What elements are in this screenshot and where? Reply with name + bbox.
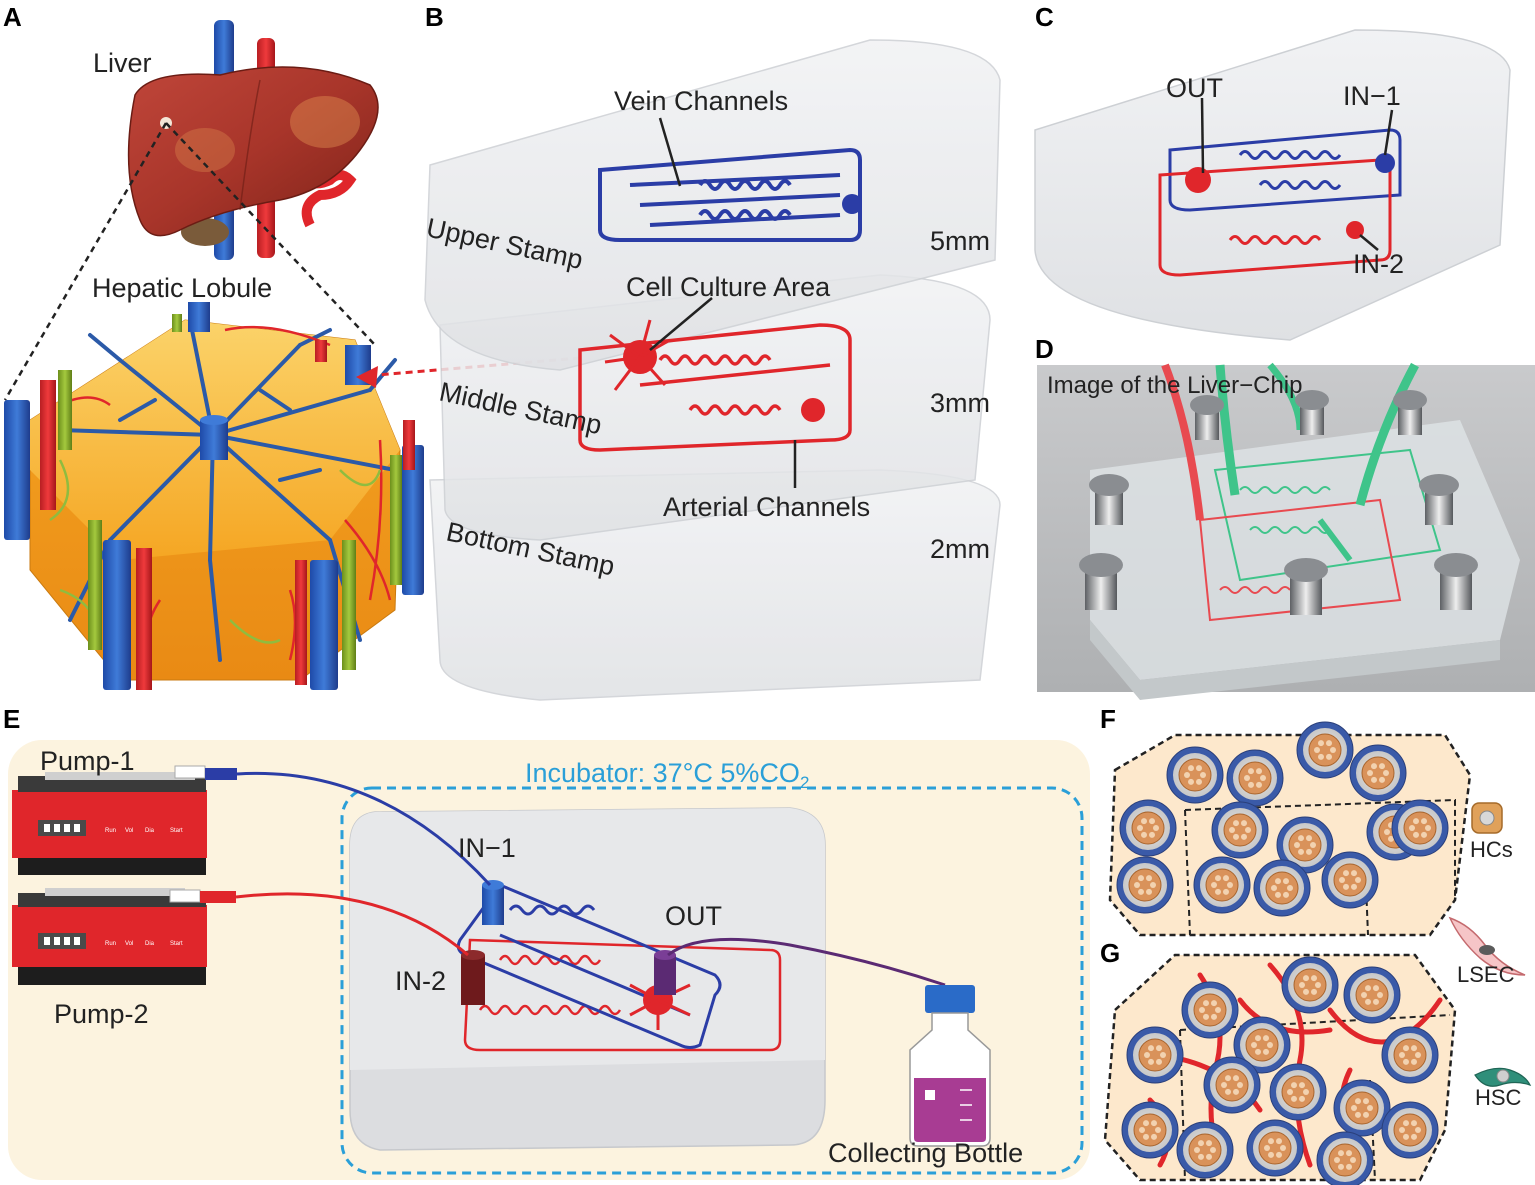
spheroid-cell — [1333, 1079, 1391, 1137]
in1-pointer — [1383, 109, 1394, 156]
spheroid-cell — [1166, 746, 1224, 804]
collecting-bottle-label: Collecting Bottle — [828, 1138, 1023, 1168]
hepatic-lobule — [4, 302, 424, 690]
panel-label-e: E — [3, 704, 20, 734]
panel-label-g: G — [1100, 938, 1120, 968]
spheroid-cell — [1349, 744, 1407, 802]
legend-hsc-label: HSC — [1475, 1085, 1522, 1110]
spheroid-cell — [1193, 856, 1251, 914]
spheroid-cell — [1181, 981, 1239, 1039]
cell-culture-spokes — [604, 319, 671, 391]
svg-text:Start: Start — [170, 828, 183, 834]
spheroid-cell — [1269, 1063, 1327, 1121]
panel-label-a: A — [3, 2, 22, 32]
spheroid-cell — [1343, 966, 1401, 1024]
spheroid-cell — [1381, 1026, 1439, 1084]
vein-channels-label: Vein Channels — [614, 86, 788, 116]
chip-in1-label: IN−1 — [1343, 81, 1401, 111]
photo-caption: Image of the Liver−Chip — [1047, 372, 1302, 399]
panel-label-b: B — [425, 2, 444, 32]
in2-pointer — [1359, 234, 1379, 251]
tube-pump2 — [235, 892, 469, 957]
spheroid-cell — [1296, 721, 1354, 779]
upper-stamp — [424, 39, 1001, 371]
svg-text:Dia: Dia — [145, 828, 155, 834]
zoom-line-left — [3, 122, 168, 401]
middle-thickness: 3mm — [930, 388, 990, 418]
spheroid-cell — [1316, 1131, 1374, 1185]
spheroid-cell — [1203, 1056, 1261, 1114]
setup-in2-label: IN-2 — [395, 966, 446, 996]
chip-in2-label: IN-2 — [1353, 249, 1404, 279]
svg-text:Dia: Dia — [145, 941, 155, 947]
arrow-head — [356, 366, 378, 388]
collecting-bottle — [909, 985, 991, 1147]
liver-label: Liver — [93, 48, 152, 78]
pump-2-label: Pump-2 — [54, 999, 149, 1029]
panel-label-c: C — [1035, 2, 1054, 32]
spheroid-cell — [1381, 1101, 1439, 1159]
vein-channel-pattern — [598, 147, 862, 242]
incubated-chip — [349, 807, 826, 1151]
spheroid-cell — [1321, 851, 1379, 909]
setup-in1-label: IN−1 — [458, 833, 516, 863]
spheroid-cell — [1253, 859, 1311, 917]
hepatic-lobule-label: Hepatic Lobule — [92, 273, 272, 303]
assembled-chip — [1034, 29, 1511, 341]
incubator-boundary — [340, 786, 1084, 1175]
tube-out — [667, 937, 946, 987]
vein-pointer — [658, 117, 682, 187]
spheroid-cell — [1211, 801, 1269, 859]
tube-pump1 — [236, 771, 492, 887]
liver-illustration — [127, 20, 379, 260]
chip-out-label: OUT — [1166, 73, 1223, 103]
cell-pointer — [649, 297, 713, 351]
svg-text:Start: Start — [170, 941, 183, 947]
svg-text:Vol: Vol — [125, 828, 133, 834]
legend-hcs-label: HCs — [1470, 837, 1513, 862]
arterial-channel-pattern — [578, 323, 852, 452]
pump-2: Run Vol Dia Start — [12, 888, 236, 985]
svg-text:Run: Run — [105, 828, 116, 834]
panel-label-d: D — [1035, 334, 1054, 364]
spheroid-cell — [1276, 816, 1334, 874]
panel-label-f: F — [1100, 704, 1116, 734]
zoom-line-right — [165, 122, 376, 346]
spheroid-cell — [1233, 1016, 1291, 1074]
spheroid-cell — [1246, 1119, 1304, 1177]
legend-hsc-icon — [1474, 1067, 1532, 1087]
setup-out-label: OUT — [665, 901, 722, 931]
arterial-channels-label: Arterial Channels — [663, 492, 870, 522]
pump-1: Run Vol Dia Start — [12, 765, 237, 875]
bottom-thickness: 2mm — [930, 534, 990, 564]
cell-culture-label: Cell Culture Area — [626, 272, 831, 302]
liver-chip-photo — [1037, 362, 1535, 700]
spheroid-cell — [1116, 856, 1174, 914]
spheroid-cell — [1121, 1101, 1179, 1159]
svg-text:Run: Run — [105, 941, 116, 947]
spheroid-cell — [1119, 799, 1177, 857]
incubator-label: Incubator: 37°C 5%CO2 — [525, 758, 809, 792]
out-pointer — [1200, 97, 1205, 174]
upper-thickness: 5mm — [930, 226, 990, 256]
legend-lsec-label: LSEC — [1457, 962, 1515, 987]
spheroid-cell — [1281, 956, 1339, 1014]
legend-lsec-icon — [1448, 916, 1526, 976]
svg-text:Vol: Vol — [125, 941, 133, 947]
hepatocyte-spheroids — [1116, 721, 1449, 1185]
spheroid-cell — [1126, 1026, 1184, 1084]
spheroid-cell — [1226, 749, 1284, 807]
pump-1-label: Pump-1 — [40, 746, 135, 776]
spheroid-cell — [1176, 1121, 1234, 1179]
spheroid-cell — [1391, 799, 1449, 857]
legend-hcs-icon — [1471, 802, 1503, 834]
